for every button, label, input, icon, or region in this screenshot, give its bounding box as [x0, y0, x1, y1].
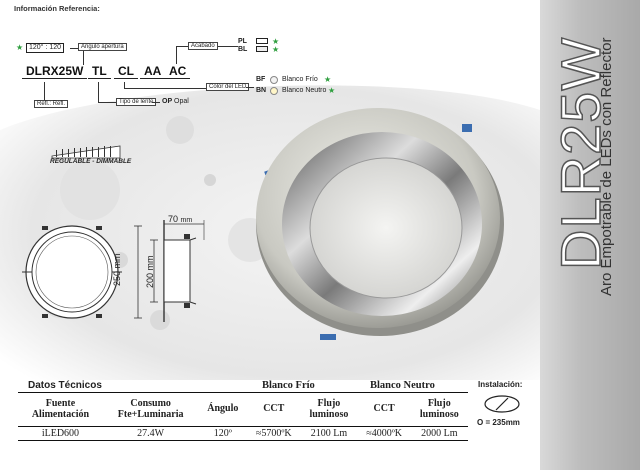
connector-line [176, 46, 177, 64]
header-cct-neutral: CCT [373, 403, 395, 415]
code-part-model: DLRX25W [22, 64, 88, 79]
installation-cut-size: O = 235mm [477, 418, 520, 427]
green-star-icon: ★ [324, 75, 332, 84]
neutral-white-dot [270, 87, 278, 95]
inner-dimension: 200 mm [145, 255, 155, 288]
downlight-photo [256, 108, 504, 340]
cell-angle: 120º [213, 427, 232, 439]
bn-label: Blanco Neutro [282, 87, 327, 94]
cell-flux-neutral: 2000 Lm [421, 427, 458, 439]
connector-line [176, 46, 188, 47]
lens-label: Tipo de lente [116, 98, 157, 106]
code-part-cl: CL [114, 64, 138, 79]
cold-white-header: Blanco Frío [262, 380, 315, 391]
pl-code: PL [238, 38, 247, 45]
angle-code-box: 120° : 120 [26, 43, 64, 53]
installation-title: Instalación: [478, 380, 523, 389]
refl-label: Refl.: Refl. [34, 100, 69, 108]
dimmable-icon [51, 145, 121, 159]
cell-consumption: 27.4W [137, 427, 165, 439]
neutral-white-header: Blanco Neutro [370, 380, 435, 391]
product-subtitle: Aro Empotrable de LEDs con Reflector [598, 37, 615, 296]
header-cct-cold: CCT [263, 403, 285, 415]
bf-code: BF [256, 76, 266, 83]
cell-cct-cold: ≈5700ºK [255, 427, 292, 439]
angle-label: Angulo apertura [78, 43, 127, 51]
header-flux-neutral: Flujo luminoso [419, 397, 459, 420]
tech-table: Fuente Alimentación Consumo Fte+Luminari… [18, 392, 468, 441]
cold-white-dot [270, 76, 278, 84]
led-color-label: Color del LED [206, 83, 250, 91]
connector-line [124, 82, 125, 88]
bl-code: BL [238, 46, 248, 53]
green-star-icon: ★ [272, 45, 280, 54]
connector-line [152, 102, 160, 103]
code-part-tl: TL [88, 64, 111, 79]
connector-line [70, 48, 78, 49]
green-star-icon: ★ [16, 43, 24, 52]
cell-cct-neutral: ≈4000ºK [366, 427, 403, 439]
cell-source: iLED600 [41, 427, 80, 439]
cell-flux-cold: 2100 Lm [310, 427, 348, 439]
dimension-drawing [22, 220, 205, 322]
header-consumption: Consumo Fte+Luminaria [117, 397, 184, 420]
pl-swatch [256, 38, 268, 44]
connector-line [98, 102, 116, 103]
table-row: iLED600 27.4W 120º ≈5700ºK 2100 Lm ≈4000… [18, 426, 468, 440]
tech-title: Datos Técnicos [28, 380, 102, 391]
header-flux-cold: Flujo luminoso [309, 397, 349, 420]
op-code: OP [162, 98, 173, 105]
bl-swatch [256, 46, 268, 52]
green-star-icon: ★ [272, 37, 280, 46]
side-banner [540, 0, 640, 470]
cut-hole-icon [484, 395, 520, 413]
code-part-ac: AC [165, 64, 191, 79]
op-label: Opal [174, 98, 189, 105]
bf-label: Blanco Frío [282, 76, 318, 83]
connector-line [83, 51, 84, 65]
header-angle: Ángulo [207, 403, 239, 415]
connector-line [218, 46, 238, 47]
finish-label: Acabado [188, 42, 218, 50]
bn-code: BN [256, 87, 267, 94]
header-source: Fuente Alimentación [31, 397, 90, 420]
dimmable-label: REGULABLE - DIMMABLE [50, 158, 132, 165]
outer-dimension: 250 mm [112, 253, 122, 286]
connector-line [98, 82, 99, 102]
code-part-aa: AA [140, 64, 166, 79]
info-title: Información Referencia: [14, 4, 100, 13]
green-star-icon: ★ [328, 86, 336, 95]
table-top-rule [18, 392, 468, 393]
connector-line [246, 87, 254, 88]
depth-dimension: 70 mm [168, 214, 193, 224]
connector-line [124, 88, 206, 89]
connector-line [44, 82, 45, 100]
